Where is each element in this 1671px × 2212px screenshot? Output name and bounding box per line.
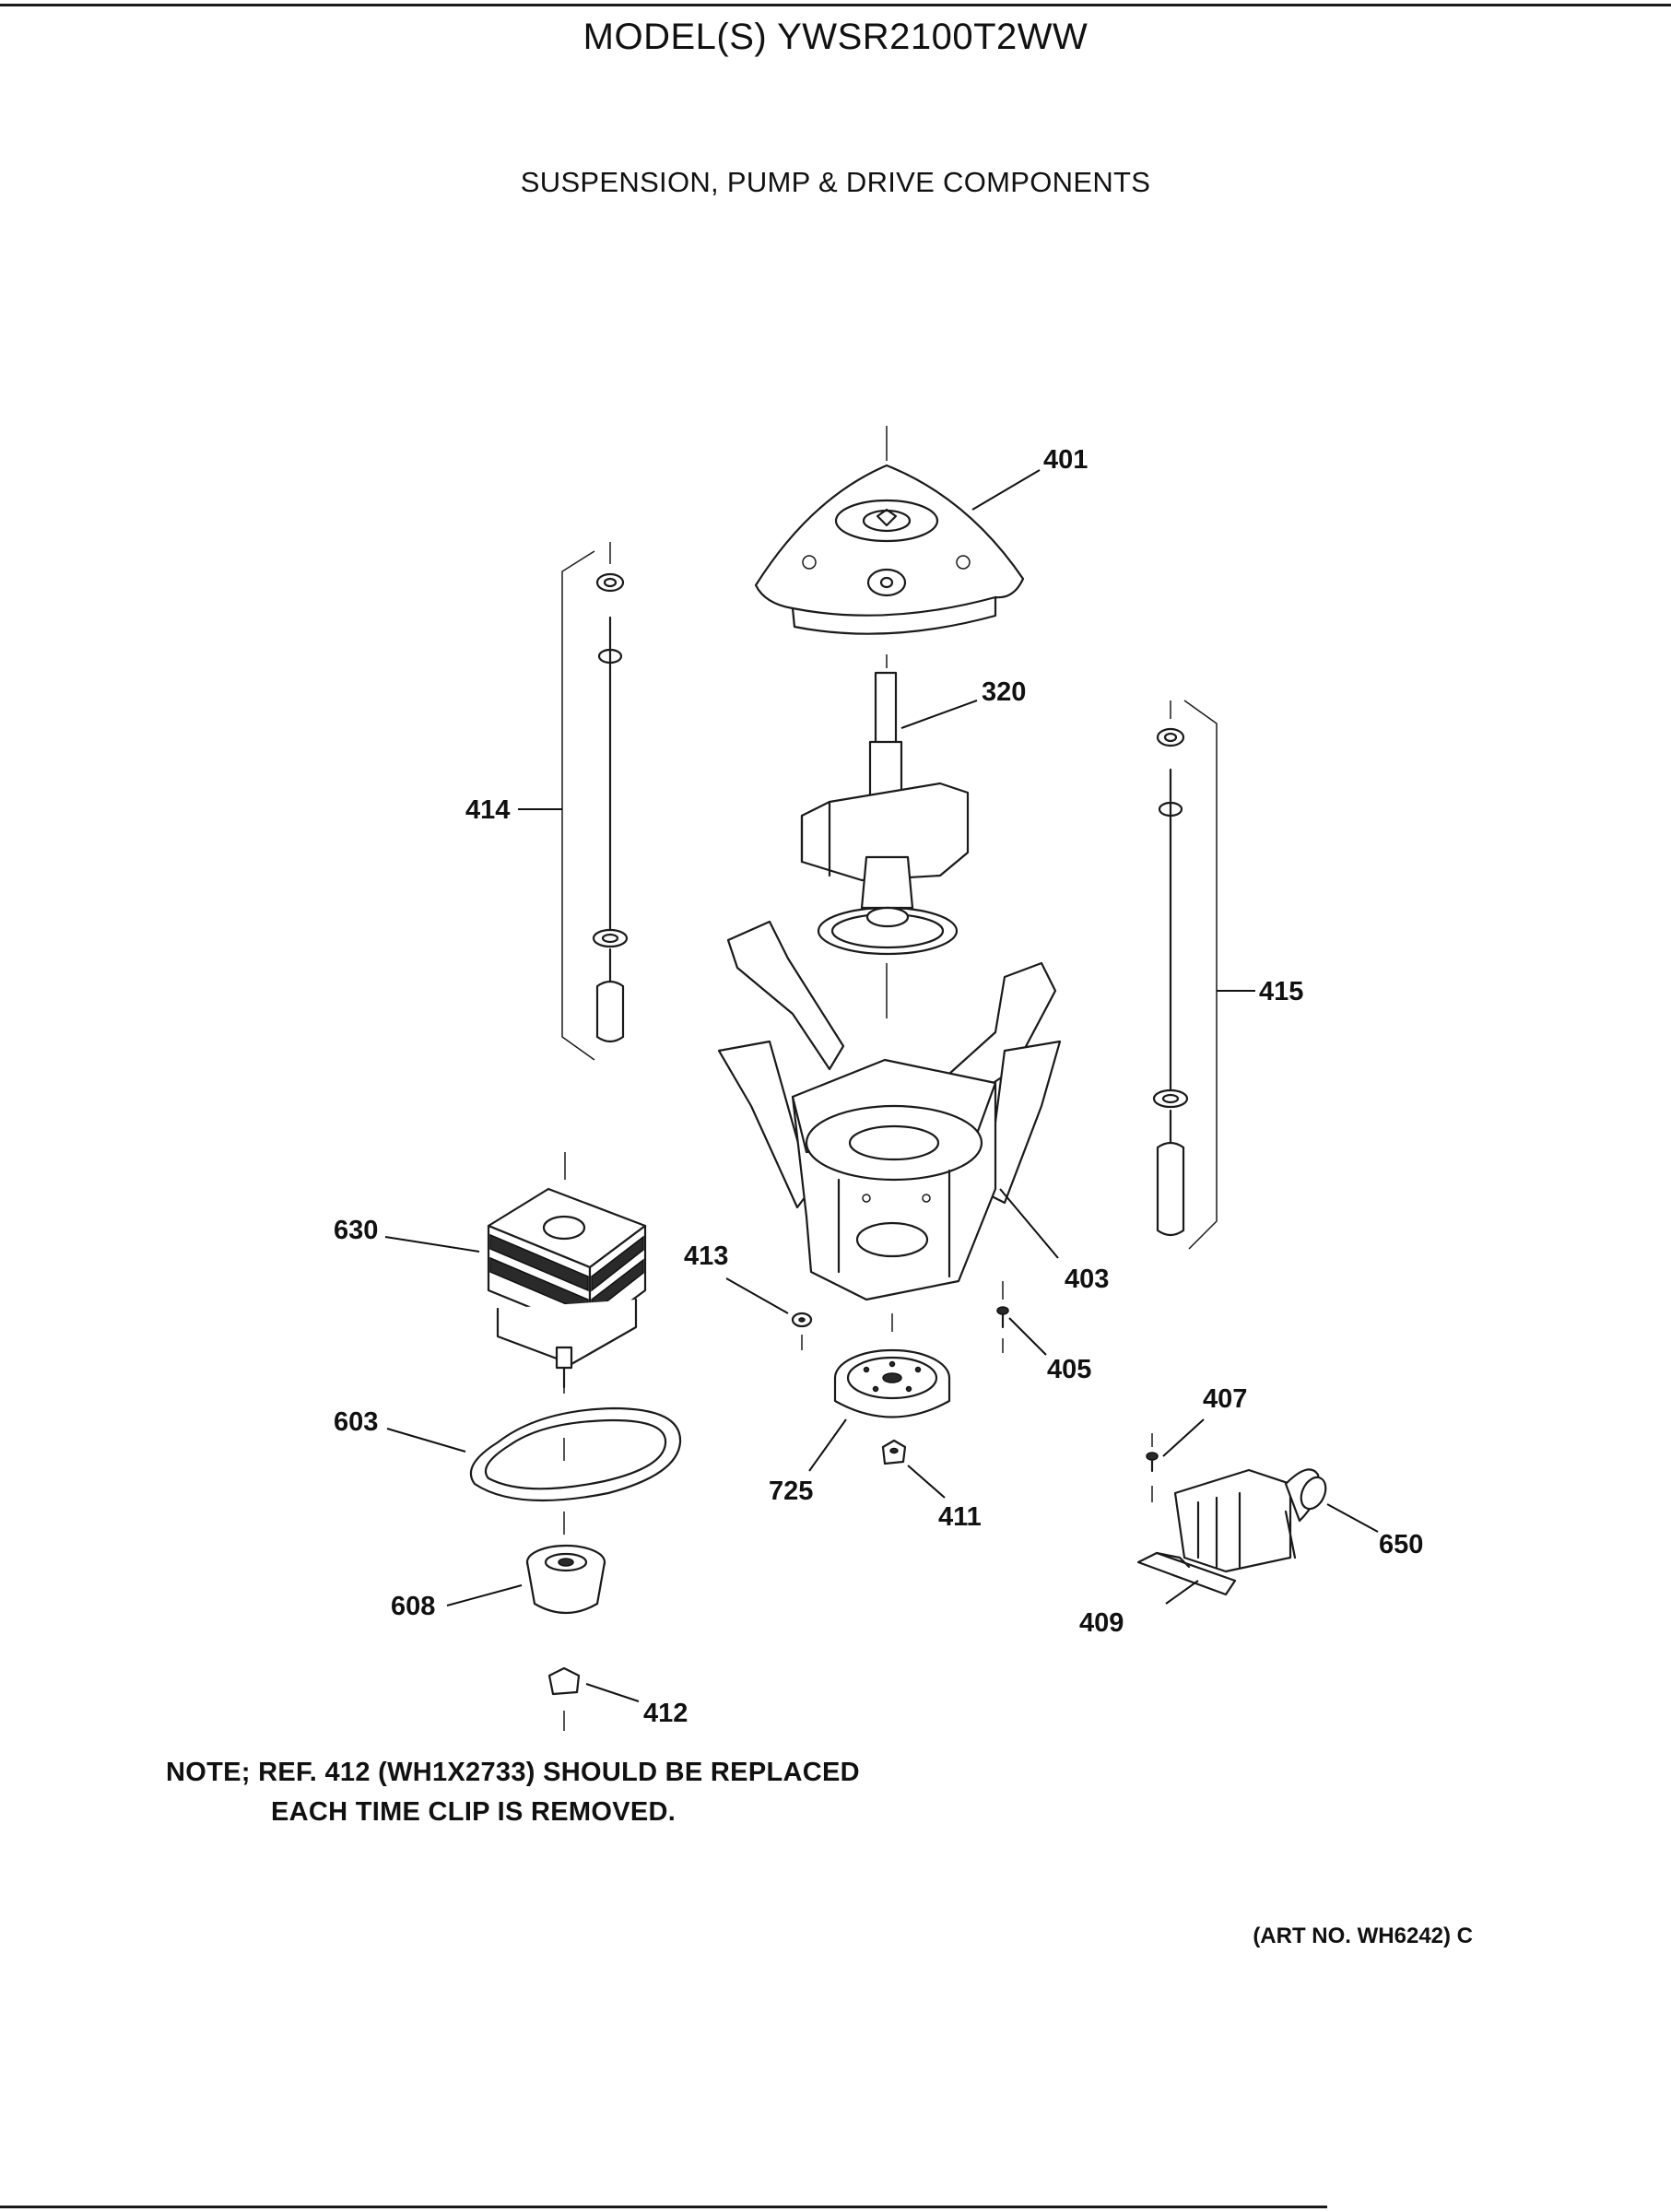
label-409: 409	[1079, 1608, 1124, 1638]
label-414: 414	[465, 795, 510, 825]
part-411-nut-drawing	[881, 1439, 907, 1465]
leader-401	[971, 469, 1041, 511]
part-409-bracket-drawing	[1136, 1551, 1237, 1596]
note-line-1: NOTE; REF. 412 (WH1X2733) SHOULD BE REPL…	[166, 1758, 860, 1787]
leader-725	[808, 1418, 847, 1472]
label-411: 411	[938, 1502, 982, 1532]
leader-403	[999, 1188, 1059, 1259]
label-608: 608	[391, 1592, 435, 1621]
label-603: 603	[334, 1407, 378, 1437]
leader-412	[585, 1683, 640, 1702]
part-412-clip-drawing	[547, 1666, 581, 1731]
leader-413	[725, 1277, 789, 1314]
leader-608	[446, 1584, 523, 1606]
leader-lines	[384, 469, 1379, 1702]
label-401: 401	[1043, 445, 1088, 475]
model-title: MODEL(S) YWSR2100T2WW	[582, 17, 1089, 57]
note-line-2: EACH TIME CLIP IS REMOVED.	[271, 1797, 677, 1827]
leader-630	[384, 1236, 480, 1253]
part-630-motor-drawing	[487, 1152, 647, 1394]
leader-320	[900, 700, 978, 729]
leader-603	[386, 1428, 466, 1453]
bottom-rule	[0, 2206, 1327, 2208]
label-630: 630	[334, 1216, 378, 1245]
part-725-drive-pulley-drawing	[833, 1313, 951, 1418]
label-405: 405	[1047, 1355, 1091, 1384]
label-413: 413	[684, 1241, 728, 1271]
section-title: SUSPENSION, PUMP & DRIVE COMPONENTS	[520, 166, 1151, 198]
label-320: 320	[982, 677, 1026, 707]
leader-405	[1008, 1317, 1047, 1356]
part-414-suspension-rod-drawing	[561, 542, 629, 1061]
part-415-suspension-rod-drawing	[1152, 700, 1218, 1250]
part-405-screw-drawing	[996, 1281, 1009, 1353]
label-403: 403	[1065, 1265, 1109, 1294]
label-407: 407	[1203, 1384, 1247, 1414]
label-412: 412	[643, 1699, 688, 1728]
leader-650	[1326, 1503, 1379, 1533]
part-401-cover-drawing	[754, 426, 1025, 668]
part-320-transmission-drawing	[800, 671, 970, 1018]
part-413-washer-drawing	[791, 1312, 813, 1350]
leader-409	[1165, 1580, 1199, 1605]
part-labels: 401 320 414 415 630 413 403 405 407 603 …	[334, 445, 1423, 1728]
art-number: (ART NO. WH6242) C	[1253, 1924, 1473, 1948]
leader-411	[907, 1465, 946, 1499]
part-603-belt-drawing	[469, 1406, 682, 1535]
label-650: 650	[1379, 1530, 1423, 1559]
label-415: 415	[1259, 977, 1303, 1006]
part-407-screw-drawing	[1146, 1433, 1159, 1502]
label-725: 725	[769, 1477, 813, 1506]
top-rule	[0, 4, 1671, 6]
part-403-bracket-drawing	[717, 920, 1062, 1301]
leader-407	[1162, 1418, 1205, 1457]
part-650-pump-drawing	[1173, 1468, 1327, 1573]
part-608-pulley-drawing	[525, 1544, 606, 1614]
